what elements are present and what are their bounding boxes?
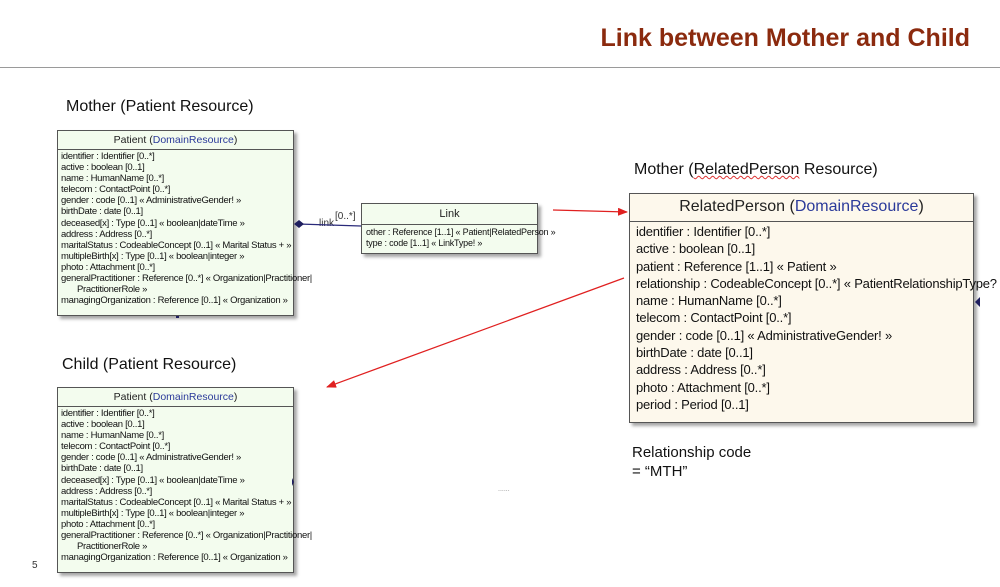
class-name: Patient — [113, 391, 147, 403]
attribute: birthDate : date [0..1] — [61, 463, 143, 475]
class-header: Patient (DomainResource) — [58, 388, 293, 407]
related-person-class: RelatedPerson (DomainResource) identifie… — [629, 193, 1000, 423]
attribute-list: other : Reference [1..1] « Patient|Relat… — [362, 225, 556, 253]
attribute: gender : code [0..1] « AdministrativeGen… — [61, 195, 242, 207]
attribute: address : Address [0..*] — [61, 485, 153, 497]
attribute-continuation: PractitionerRole » — [77, 541, 148, 553]
attribute: identifier : Identifier [0..*] — [61, 408, 155, 419]
attribute: maritalStatus : CodeableConcept [0..1] «… — [61, 239, 292, 251]
attribute: managingOrganization : Reference [0..1] … — [61, 295, 288, 307]
attribute: telecom : ContactPoint [0..*] — [61, 441, 171, 453]
slide-title: Link between Mother and Child — [600, 24, 970, 52]
connector-stub-icon — [292, 478, 294, 486]
attribute: managingOrganization : Reference [0..1] … — [61, 552, 288, 564]
attribute: name : HumanName [0..*] — [61, 173, 164, 185]
relationship-code-note: Relationship code = “MTH” — [632, 443, 751, 481]
attribute: identifier : Identifier [0..*] — [61, 151, 155, 162]
class-name: RelatedPerson — [679, 198, 786, 215]
attribute: generalPractitioner : Reference [0..*] «… — [61, 273, 312, 285]
relationship-code-line1: Relationship code — [632, 444, 752, 461]
attribute: active : boolean [0..1] — [636, 241, 755, 257]
label-suffix: Resource) — [799, 161, 878, 178]
parent-class-link[interactable]: DomainResource — [152, 134, 234, 146]
attribute: period : Period [0..1] — [636, 396, 749, 412]
mother-patient-class: Patient (DomainResource) identifier : Id… — [57, 130, 312, 316]
class-name: Link — [439, 208, 460, 220]
attribute: generalPractitioner : Reference [0..*] «… — [61, 530, 312, 542]
class-header: Patient (DomainResource) — [58, 131, 293, 150]
attribute: identifier : Identifier [0..*] — [636, 224, 771, 239]
mother-patient-label: Mother (Patient Resource) — [66, 98, 254, 115]
attribute: name : HumanName [0..*] — [61, 430, 164, 442]
attribute: maritalStatus : CodeableConcept [0..1] «… — [61, 496, 292, 508]
relationship-code-line2: = “MTH” — [632, 463, 688, 480]
attribute: birthDate : date [0..1] — [61, 206, 143, 218]
class-name: Patient — [113, 134, 147, 146]
arrow-link-to-relatedperson — [552, 207, 628, 216]
link-role-label: link — [319, 218, 335, 229]
attribute: multipleBirth[x] : Type [0..1] « boolean… — [61, 250, 245, 262]
attribute: multipleBirth[x] : Type [0..1] « boolean… — [61, 507, 245, 519]
page-number: 5 — [32, 560, 38, 571]
title-divider — [0, 67, 1000, 68]
attribute: deceased[x] : Type [0..1] « boolean|date… — [61, 474, 245, 486]
attribute: active : boolean [0..1] — [61, 419, 145, 431]
label-prefix: Mother ( — [634, 161, 694, 178]
attribute: relationship : CodeableConcept [0..*] « … — [636, 275, 1000, 291]
child-patient-label: Child (Patient Resource) — [62, 356, 237, 373]
class-header: RelatedPerson (DomainResource) — [630, 194, 973, 222]
parent-class-link[interactable]: DomainResource — [152, 391, 234, 403]
label-resource-name: RelatedPerson — [693, 161, 800, 178]
attribute: active : boolean [0..1] — [61, 162, 145, 174]
attribute-list: identifier : Identifier [0..*] active : … — [58, 150, 312, 310]
attribute: photo : Attachment [0..*] — [61, 518, 155, 530]
class-header: Link — [362, 204, 537, 225]
attribute: address : Address [0..*] — [636, 362, 766, 378]
attribute: photo : Attachment [0..*] — [636, 379, 770, 395]
composition-connector — [297, 223, 362, 227]
attribute-continuation: PractitionerRole » — [77, 284, 148, 296]
attribute: type : code [1..1] « LinkType! » — [366, 238, 483, 248]
attribute: gender : code [0..1] « AdministrativeGen… — [61, 452, 242, 464]
attribute: photo : Attachment [0..*] — [61, 261, 155, 273]
attribute: patient : Reference [1..1] « Patient » — [636, 258, 837, 274]
attribute: other : Reference [1..1] « Patient|Relat… — [366, 227, 556, 237]
placeholder-mark: ...... — [498, 486, 510, 493]
link-multiplicity-label: [0..*] — [335, 211, 356, 222]
attribute: address : Address [0..*] — [61, 228, 153, 240]
link-class: Link other : Reference [1..1] « Patient|… — [361, 203, 556, 254]
attribute: birthDate : date [0..1] — [636, 345, 753, 361]
attribute: telecom : ContactPoint [0..*] — [61, 184, 171, 196]
parent-class-link[interactable]: DomainResource — [794, 198, 919, 215]
attribute-list: identifier : Identifier [0..*] active : … — [58, 407, 312, 567]
connector-stub-icon — [176, 316, 179, 318]
attribute: deceased[x] : Type [0..1] « boolean|date… — [61, 217, 245, 229]
attribute-list: identifier : Identifier [0..*] active : … — [630, 222, 1000, 418]
attribute: telecom : ContactPoint [0..*] — [636, 310, 792, 326]
child-patient-class: Patient (DomainResource) identifier : Id… — [57, 387, 312, 573]
connector-stub-icon — [975, 297, 980, 307]
arrow-relatedperson-to-child — [326, 277, 625, 388]
attribute: gender : code [0..1] « AdministrativeGen… — [636, 327, 893, 343]
attribute: name : HumanName [0..*] — [636, 293, 782, 309]
composition-diamond-icon — [294, 220, 304, 228]
mother-related-label: Mother (RelatedPerson Resource) — [634, 161, 878, 179]
